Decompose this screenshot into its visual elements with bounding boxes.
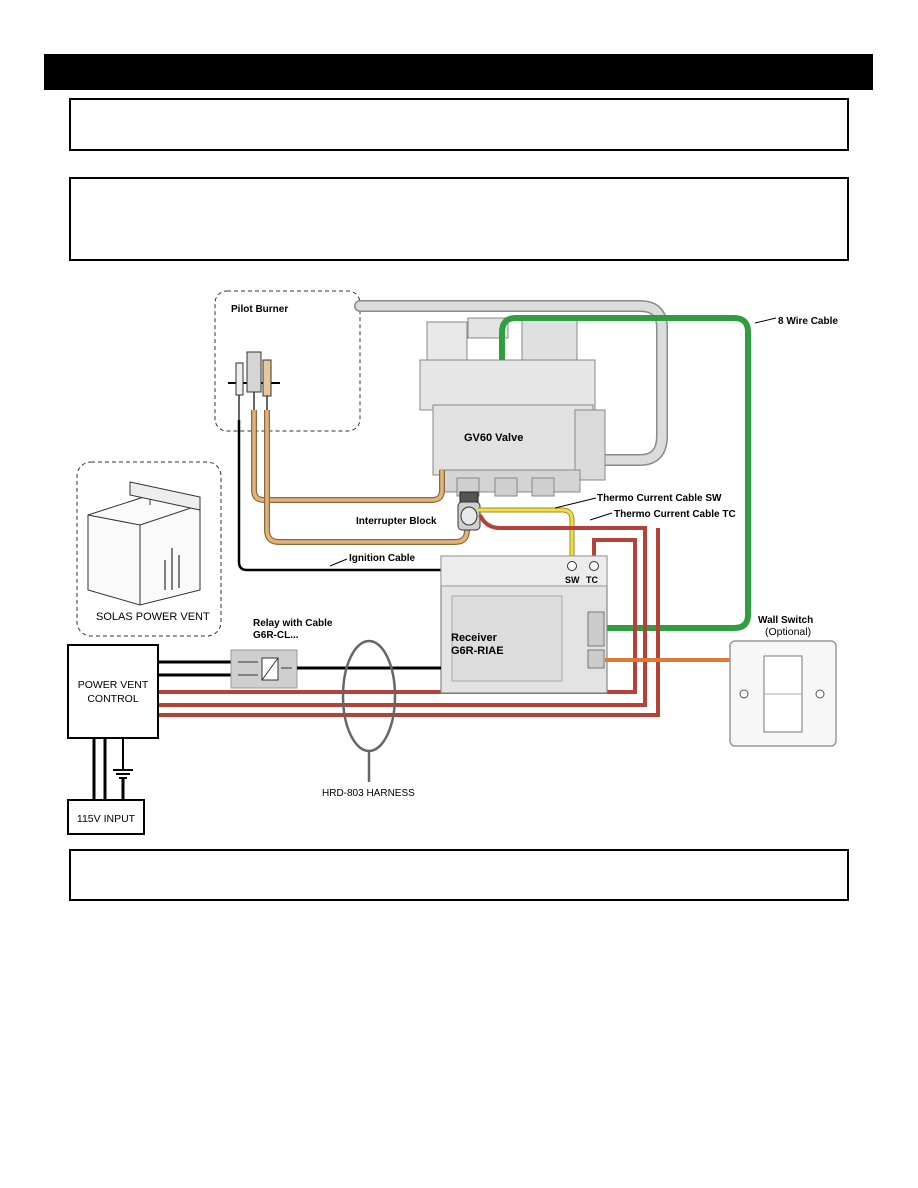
- wall-switch: [729, 640, 837, 747]
- solas-power-vent-label: SOLAS POWER VENT: [96, 611, 210, 623]
- power-vent-control-label-line2: CONTROL: [87, 693, 138, 705]
- note-box-middle: [69, 177, 849, 261]
- thermocouple-cable-1: [251, 410, 445, 503]
- pilot-burner-icon: [228, 351, 280, 420]
- harness-loop: [341, 639, 397, 753]
- power-vent-control-box: [67, 644, 159, 739]
- solas-power-vent-enclosure: [76, 461, 222, 637]
- ignition-cable-label: Ignition Cable: [349, 553, 416, 564]
- pilot-burner-enclosure: [214, 290, 361, 432]
- thermo-tc-label: Thermo Current Cable TC: [614, 509, 736, 520]
- harness-label: HRD-803 HARNESS: [322, 788, 415, 799]
- thermo-sw-label: Thermo Current Cable SW: [597, 493, 722, 504]
- power-input-label: 115V INPUT: [77, 813, 136, 825]
- relay-model-label: G6R-CL...: [253, 630, 299, 641]
- power-vent-control-label-line1: POWER VENT: [78, 679, 149, 691]
- wall-switch-optional-label: (Optional): [765, 626, 811, 638]
- note-box-top: [69, 98, 849, 151]
- gv60-valve: [419, 317, 606, 497]
- power-vent-unit-icon: [87, 481, 201, 606]
- relay-label: Relay with Cable: [253, 618, 333, 629]
- receiver-model-label: G6R-RIAE: [451, 645, 504, 657]
- pilot-burner-label: Pilot Burner: [231, 304, 288, 315]
- note-box-bottom: [69, 849, 849, 901]
- sw-terminal-label: SW: [565, 575, 580, 585]
- ignition-cable: [237, 420, 460, 572]
- thermo-current-cable-tc: [158, 514, 647, 707]
- section-header-bar: [44, 54, 873, 90]
- interrupter-block-label: Interrupter Block: [356, 516, 437, 527]
- gv60-valve-label: GV60 Valve: [464, 432, 523, 444]
- eight-wire-cable: [499, 315, 751, 631]
- ground-icon: [113, 738, 133, 800]
- power-input-box: [67, 799, 145, 835]
- eight-wire-cable-label: 8 Wire Cable: [778, 316, 838, 327]
- relay-module: [230, 649, 298, 689]
- wall-switch-label: Wall Switch: [758, 615, 813, 626]
- receiver-label: Receiver: [451, 632, 498, 644]
- interrupter-block: [457, 491, 481, 531]
- receiver-module: [440, 555, 608, 694]
- tc-terminal-label: TC: [586, 575, 598, 585]
